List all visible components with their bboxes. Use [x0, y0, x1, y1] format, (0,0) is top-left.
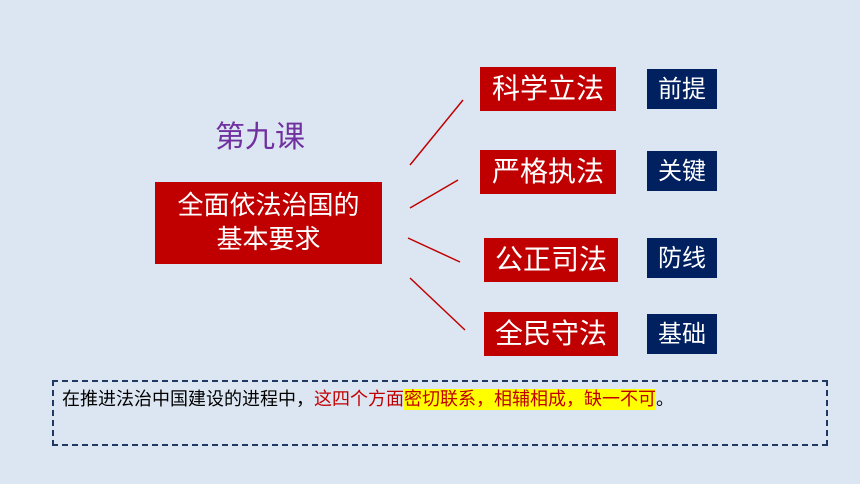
note-end-text: 。: [656, 389, 674, 410]
role-box-4: 基础: [647, 314, 717, 354]
topic-box: 全面依法治国的 基本要求: [155, 182, 382, 264]
note-highlight-text: 密切联系，相辅相成，缺一不可: [404, 389, 656, 410]
role-box-2: 关键: [647, 151, 717, 191]
connector-line-2: [409, 179, 459, 209]
requirement-box-2: 严格执法: [480, 150, 616, 194]
role-box-1: 前提: [647, 69, 717, 109]
lesson-title: 第九课: [215, 120, 305, 155]
note-red-text: 这四个方面: [314, 389, 404, 410]
requirement-box-3: 公正司法: [484, 238, 618, 282]
note-plain-text: 在推进法治中国建设的进程中，: [62, 389, 314, 410]
summary-note: 在推进法治中国建设的进程中，这四个方面密切联系，相辅相成，缺一不可。: [52, 380, 828, 446]
topic-line-1: 全面依法治国的: [177, 191, 360, 221]
connector-line-1: [409, 99, 464, 166]
connector-line-4: [409, 277, 466, 331]
connector-line-3: [407, 237, 461, 263]
role-box-3: 防线: [647, 238, 717, 278]
requirement-box-4: 全民守法: [484, 312, 618, 356]
topic-line-2: 基本要求: [216, 225, 321, 255]
requirement-box-1: 科学立法: [480, 67, 616, 111]
